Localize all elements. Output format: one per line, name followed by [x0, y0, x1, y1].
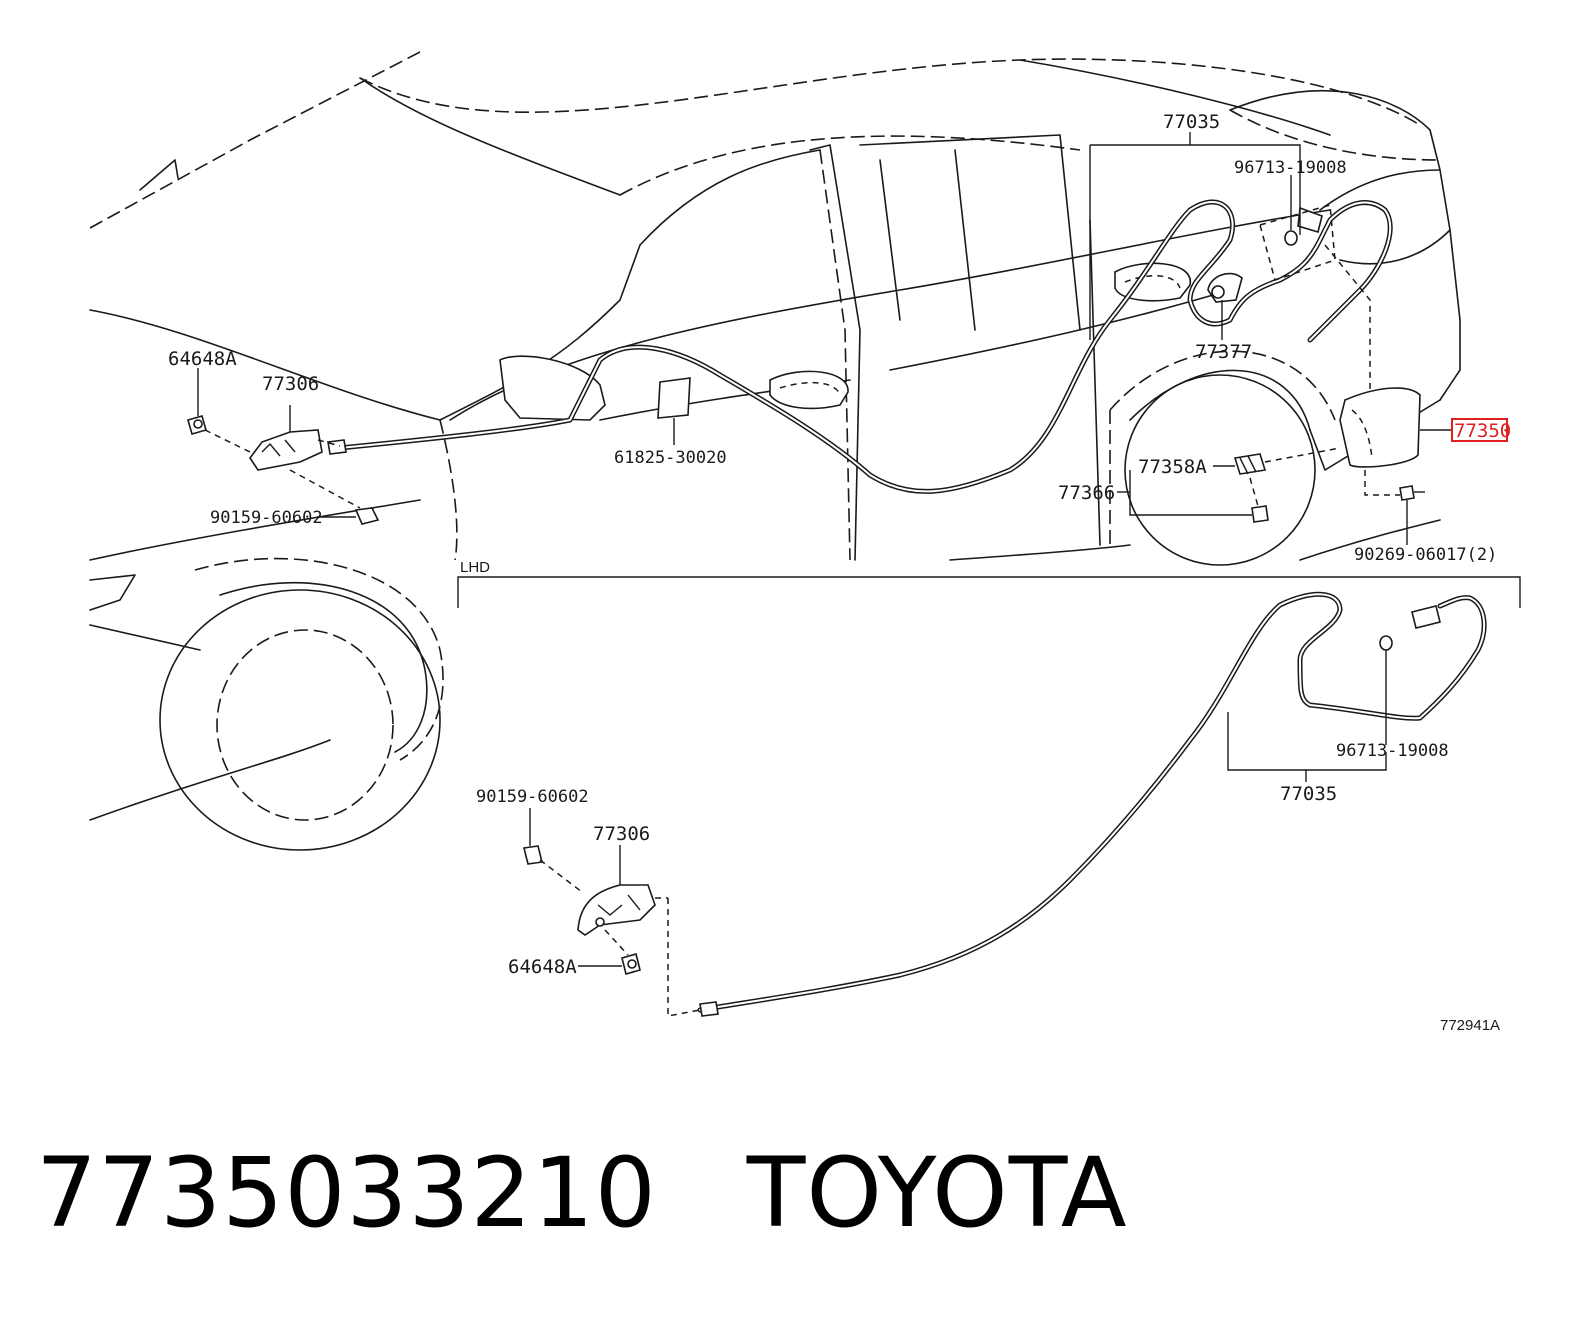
part-number: 7735033210	[36, 1137, 657, 1249]
label-77035-top: 77035	[1163, 111, 1220, 133]
fuel-door-housing	[1259, 204, 1400, 496]
label-64648a-top: 64648A	[168, 348, 237, 370]
label-77366: 77366	[1058, 482, 1115, 504]
label-96713-top: 96713-19008	[1234, 158, 1347, 178]
part-labels: 77035 96713-19008 64648A 77306 77377 773…	[168, 111, 1511, 1034]
grommet-96713-top	[1284, 175, 1298, 246]
label-90269: 90269-06017(2)	[1354, 545, 1497, 565]
label-64648a-bottom: 64648A	[508, 956, 577, 978]
label-77306-top: 77306	[262, 373, 319, 395]
label-77035-bottom: 77035	[1280, 783, 1337, 805]
opener-77377	[1207, 272, 1243, 340]
label-61825: 61825-30020	[614, 448, 727, 468]
fuel-filler-door-77350	[1339, 387, 1508, 468]
vehicle-outline	[89, 51, 1461, 851]
brand-name: TOYOTA	[746, 1137, 1128, 1249]
label-77350: 77350	[1454, 420, 1511, 442]
grommet-96713-bottom	[1379, 635, 1393, 745]
fuel-lid-cable-top	[327, 199, 1393, 494]
bolt-90159-bottom	[523, 808, 583, 893]
opener-handle-bottom	[577, 845, 668, 936]
door-handle-front	[769, 370, 849, 410]
parts-diagram: 77035 96713-19008 64648A 77306 77377 773…	[89, 51, 1521, 1034]
hinge-77358a	[1213, 447, 1341, 475]
label-96713-bottom: 96713-19008	[1336, 741, 1449, 761]
label-61825	[657, 377, 691, 445]
label-lhd: LHD	[460, 559, 490, 576]
label-77377: 77377	[1195, 341, 1252, 363]
bracket-77035-top	[1089, 132, 1301, 340]
screw-90269	[1399, 485, 1425, 545]
label-90159-bottom: 90159-60602	[476, 787, 589, 807]
label-77306-bottom: 77306	[593, 823, 650, 845]
clip-64648a-top	[187, 368, 251, 453]
illustration-code: 772941A	[1440, 1017, 1500, 1034]
caption: 7735033210 TOYOTA	[36, 1138, 1128, 1248]
lhd-bracket	[457, 576, 1521, 608]
opener-handle-top	[249, 405, 341, 471]
spring-77366	[1117, 470, 1269, 523]
mirror	[499, 355, 606, 421]
label-90159-top: 90159-60602	[210, 508, 323, 528]
fuel-lid-cable-bottom	[667, 591, 1487, 1017]
clip-64648a-bottom	[578, 929, 641, 975]
label-77358a: 77358A	[1138, 456, 1207, 478]
bracket-77035-bottom	[1227, 712, 1387, 782]
bolt-90159-top	[289, 469, 380, 525]
